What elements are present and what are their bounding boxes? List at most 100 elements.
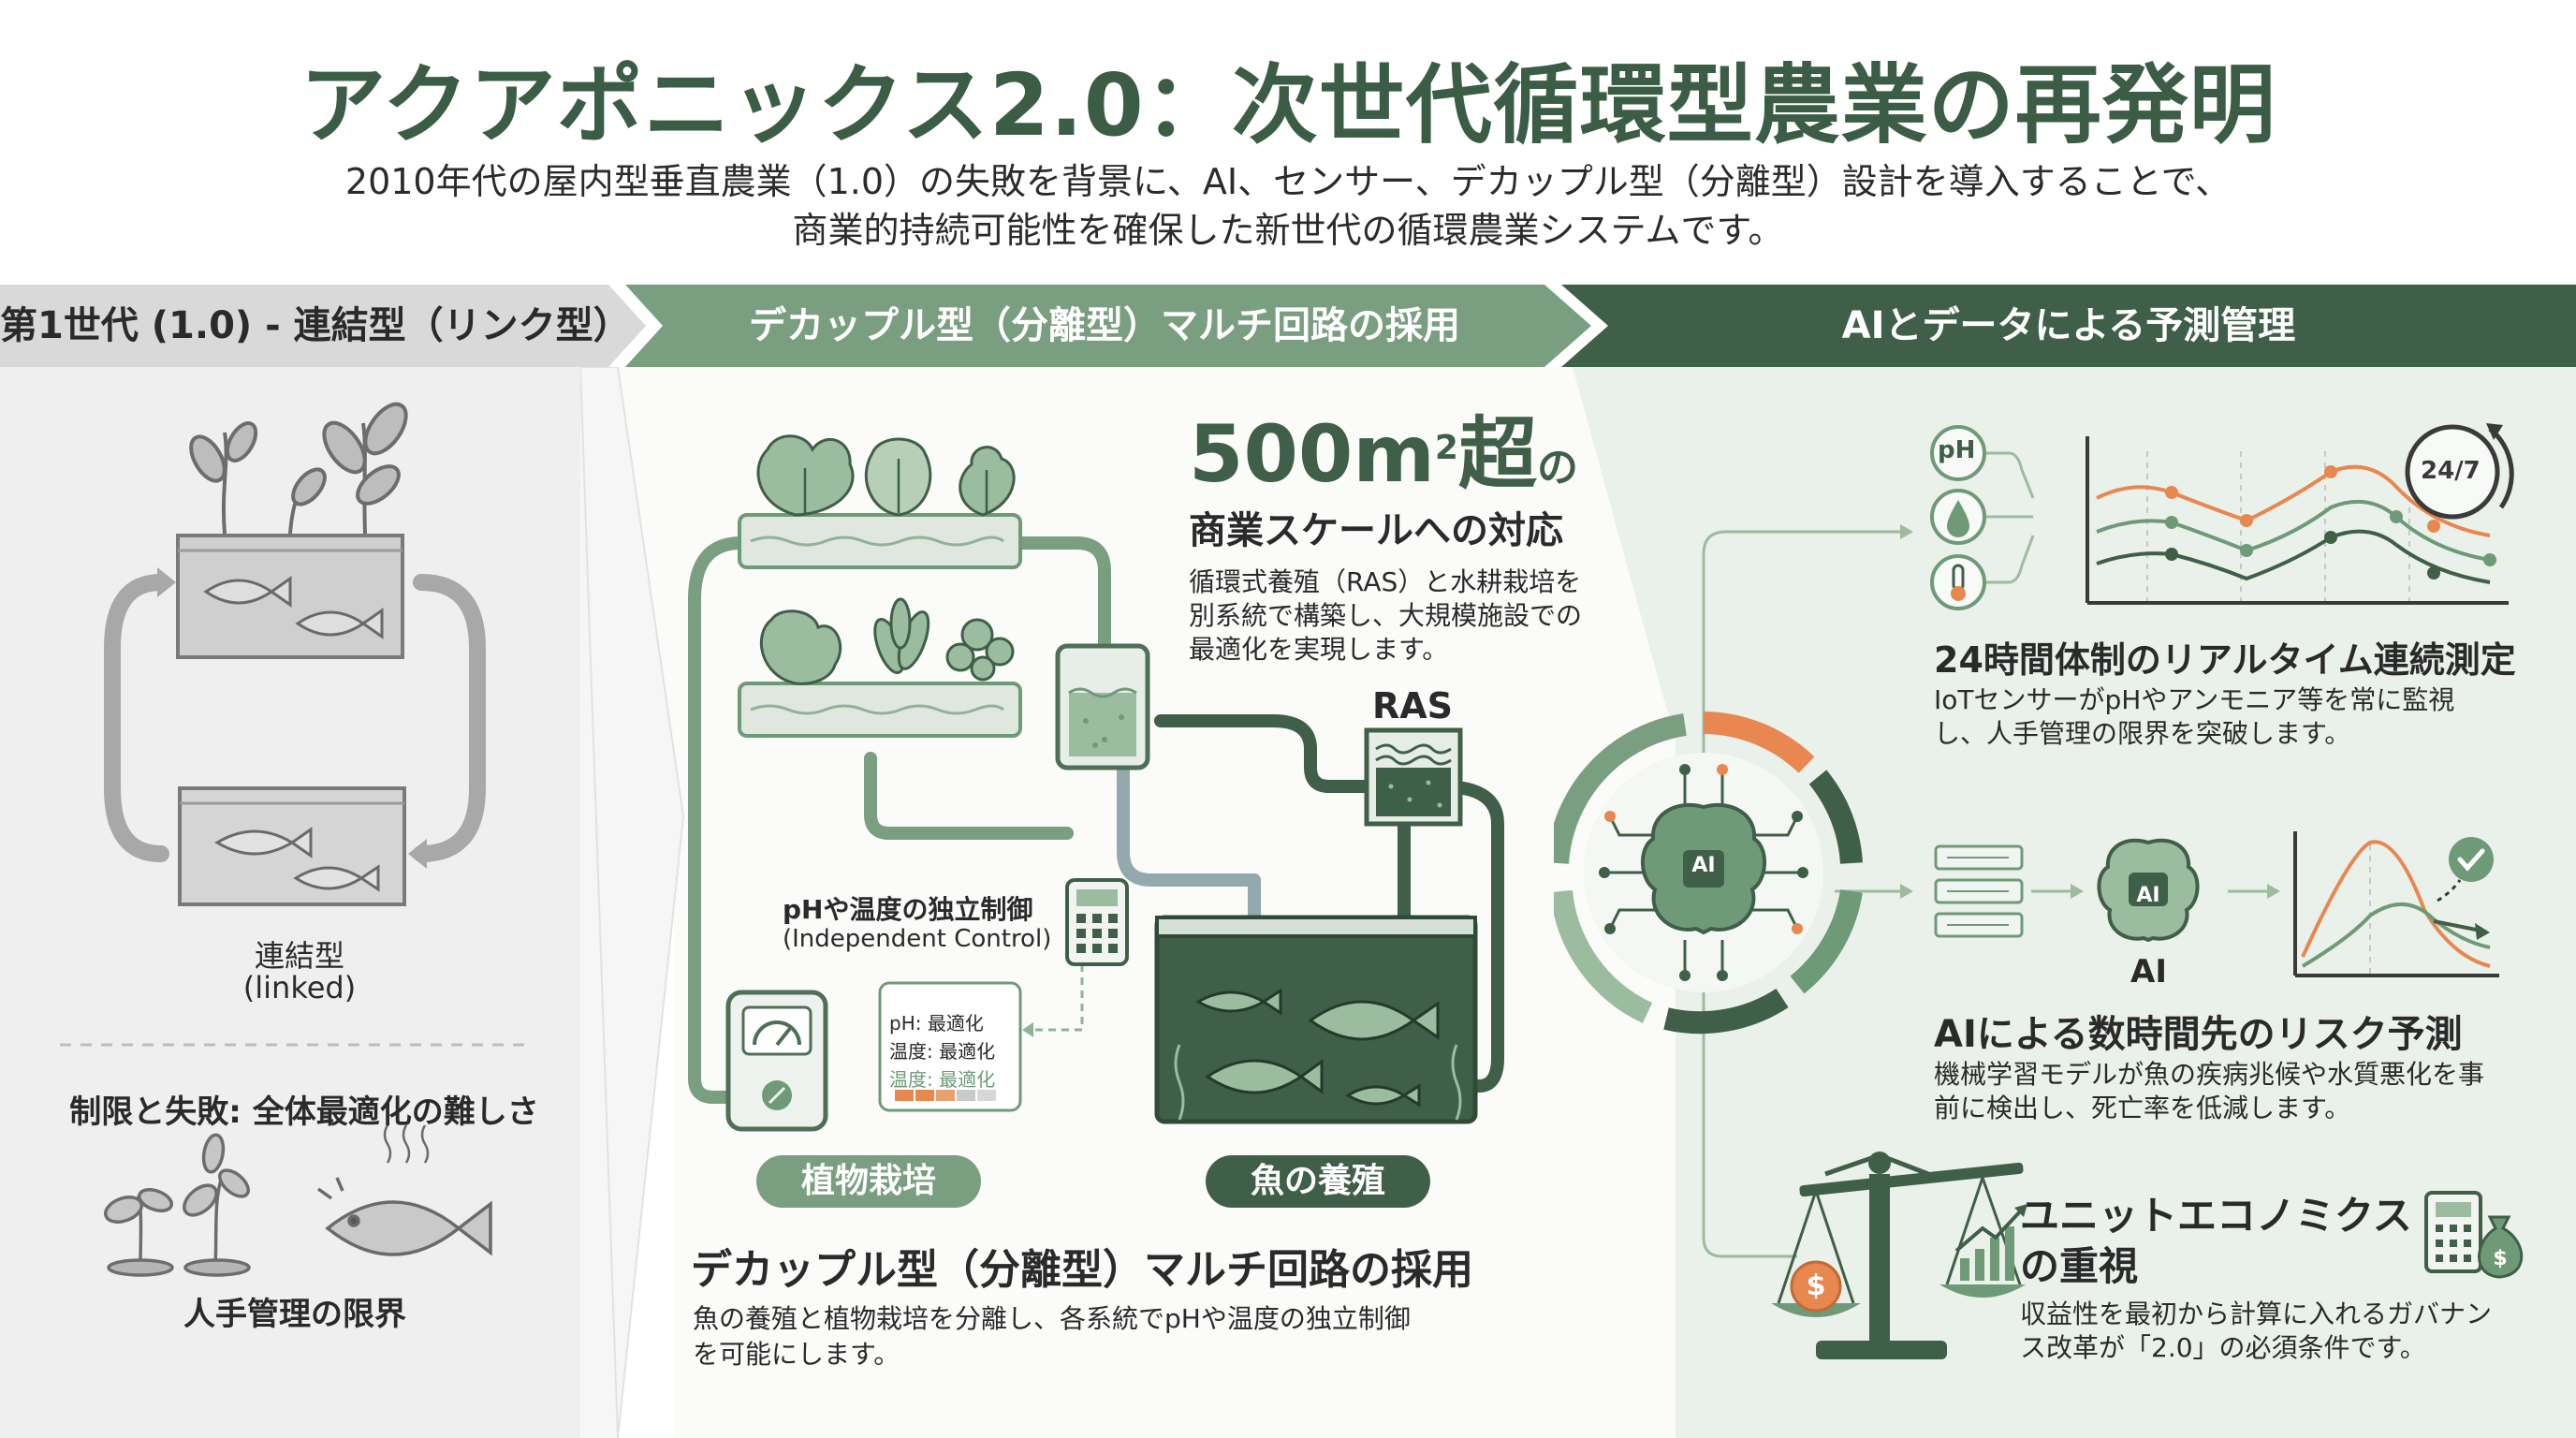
pipe-ras-return bbox=[1435, 780, 1504, 1093]
banner-middle-shape bbox=[625, 285, 1591, 367]
fish-icon bbox=[1194, 988, 1440, 1108]
ai-management-illustration bbox=[1554, 423, 2524, 1359]
hub-ai-label: AI bbox=[1691, 854, 1716, 877]
calculator-icon bbox=[2424, 1191, 2482, 1273]
readout-line: pH: 最適化 bbox=[889, 1012, 984, 1034]
ph-sensor-icon bbox=[1930, 425, 1986, 481]
scale-sup: 2 bbox=[1434, 429, 1458, 467]
unit-economics-title: ユニットエコノミクス の重視 bbox=[2020, 1191, 2412, 1292]
pipe-rack-to-filter bbox=[1004, 536, 1111, 653]
pill-fish-farming: 魚の養殖 bbox=[1206, 1155, 1430, 1208]
readout-color-bar bbox=[895, 1090, 996, 1101]
readout-card bbox=[878, 981, 1022, 1112]
connector-to-sensors bbox=[1702, 530, 1910, 770]
pipe-filter-blue bbox=[1117, 761, 1261, 924]
scale-desc-line: 別系統で構築し、大規模施設での bbox=[1189, 600, 1583, 631]
bag-symbol: $ bbox=[2493, 1247, 2508, 1270]
page-subtitle: 2010年代の屋内型垂直農業（1.0）の失敗を背景に、AI、センサー、デカップル… bbox=[0, 157, 2576, 255]
lower-tank bbox=[178, 786, 406, 906]
left-chevron-divider bbox=[580, 367, 685, 1438]
sensor-ph-label: pH bbox=[1938, 436, 1976, 464]
banner-right-shape bbox=[1561, 285, 2576, 367]
scale-desc-line: 最適化を実現します。 bbox=[1189, 634, 1449, 665]
section-desc-line: 魚の養殖と植物栽培を分離し、各系統でpHや温度の独立制御 bbox=[693, 1303, 1411, 1334]
connector-to-economics bbox=[1702, 985, 1797, 1258]
banner-middle-label: デカップル型（分離型）マルチ回路の採用 bbox=[749, 304, 1460, 347]
decoupled-section-title: デカップル型（分離型）マルチ回路の採用 bbox=[691, 1246, 1473, 1294]
banner-left-label: 第1世代 (1.0) - 連結型（リンク型） bbox=[0, 304, 631, 347]
herb-plant-icon bbox=[759, 597, 1015, 685]
realtime-desc-line: IoTセンサーがpHやアンモニア等を常に監視 bbox=[1934, 684, 2455, 715]
control-label-en: (Independent Control) bbox=[783, 925, 1052, 953]
coin-symbol: $ bbox=[1806, 1269, 1826, 1302]
fish-icon bbox=[214, 827, 380, 892]
scale-description: 循環式養殖（RAS）と水耕栽培を 別系統で構築し、大規模施設での 最適化を実現し… bbox=[1189, 565, 1582, 667]
sick-fish-icon bbox=[316, 1124, 492, 1256]
water-drop-icon bbox=[1930, 489, 1986, 545]
decoupled-system-illustration bbox=[688, 434, 1504, 1132]
unit-desc-line: ス改革が「2.0」の必須条件です。 bbox=[2020, 1332, 2426, 1363]
lower-grow-tray bbox=[738, 682, 1022, 738]
pipe-filter-to-ras bbox=[1154, 714, 1373, 793]
upper-grow-tray bbox=[738, 513, 1022, 569]
clock-label: 24/7 bbox=[2421, 457, 2481, 485]
scale-kanji: 超 bbox=[1457, 408, 1537, 500]
scale-title: 商業スケールへの対応 bbox=[1189, 509, 1563, 552]
readout-line: 温度: 最適化 bbox=[889, 1068, 996, 1091]
unit-title-line: の重視 bbox=[2020, 1243, 2139, 1289]
thermometer-icon bbox=[1930, 554, 1986, 610]
limit-heading: 制限と失敗: 全体最適化の難しさ bbox=[69, 1093, 539, 1131]
linked-label-en: (linked) bbox=[242, 970, 357, 1005]
scale-headline: 500m2超の bbox=[1189, 412, 1578, 510]
pill-plant-cultivation: 植物栽培 bbox=[756, 1155, 981, 1208]
risk-description: 機械学習モデルが魚の疾病兆候や水質悪化を事 前に検出し、死亡率を低減します。 bbox=[1934, 1058, 2484, 1125]
readout-line: 温度: 最適化 bbox=[889, 1040, 996, 1063]
unit-economics-description: 収益性を最初から計算に入れるガバナン ス改革が「2.0」の必須条件です。 bbox=[2020, 1298, 2492, 1365]
banner-left-shape bbox=[0, 285, 646, 367]
risk-desc-line: 前に検出し、死亡率を低減します。 bbox=[1934, 1093, 2351, 1123]
pipe-lower-rack bbox=[864, 752, 1074, 840]
section-banners bbox=[0, 285, 2576, 367]
ai-hub-ring bbox=[1554, 712, 1863, 1034]
manual-limit-label: 人手管理の限界 bbox=[183, 1296, 406, 1333]
ai-label: AI bbox=[2130, 953, 2167, 990]
dollar-coin-icon bbox=[1790, 1260, 1842, 1313]
seaweed-icon bbox=[1174, 1044, 1462, 1121]
linked-system-illustration bbox=[60, 402, 524, 1277]
wilted-plants-icon bbox=[189, 402, 408, 535]
unit-desc-line: 収益性を最初から計算に入れるガバナン bbox=[2020, 1299, 2493, 1329]
loop-arrow-icon bbox=[104, 574, 486, 862]
sensor-strip-icon bbox=[1934, 844, 2024, 938]
realtime-description: IoTセンサーがpHやアンモニア等を常に監視 し、人手管理の限界を突破します。 bbox=[1934, 683, 2454, 751]
growth-chart-icon bbox=[1954, 1204, 2027, 1281]
clock-24-7-icon bbox=[2405, 423, 2514, 520]
realtime-title: 24時間体制のリアルタイム連続測定 bbox=[1934, 639, 2516, 681]
control-label: pHや温度の独立制御 bbox=[783, 894, 1033, 925]
brain-ai-label: AI bbox=[2136, 884, 2160, 907]
balance-scale-icon bbox=[1771, 1152, 2026, 1359]
lettuce-icon bbox=[756, 434, 1016, 517]
section-desc-line: を可能にします。 bbox=[693, 1339, 900, 1370]
subtitle-line-1: 2010年代の屋内型垂直農業（1.0）の失敗を背景に、AI、センサー、デカップル… bbox=[344, 161, 2232, 202]
pipe-plant-loop bbox=[688, 536, 748, 1104]
withered-seedlings-icon bbox=[104, 1133, 251, 1277]
subtitle-line-2: 商業的持続可能性を確保した新世代の循環農業システムです。 bbox=[792, 210, 1784, 251]
realtime-desc-line: し、人手管理の限界を突破します。 bbox=[1934, 718, 2351, 749]
risk-title: AIによる数時間先のリスク予測 bbox=[1934, 1013, 2463, 1056]
scale-no: の bbox=[1536, 444, 1578, 492]
fish-icon bbox=[203, 576, 384, 639]
banner-right-label: AIとデータによる予測管理 bbox=[1841, 304, 2296, 347]
decoupled-section-description: 魚の養殖と植物栽培を分離し、各系統でpHや温度の独立制御 を可能にします。 bbox=[693, 1301, 1411, 1372]
linked-label: 連結型 bbox=[254, 938, 344, 974]
ai-chip bbox=[1683, 850, 1724, 888]
check-icon bbox=[2449, 837, 2494, 882]
page-title: アクアポニックス2.0：次世代循環型農業の再発明 bbox=[300, 55, 2276, 155]
money-bag-icon bbox=[2478, 1215, 2524, 1279]
readout-values: pH: 最適化 温度: 最適化 温度: 最適化 bbox=[889, 1009, 995, 1093]
risk-prediction-chart bbox=[2293, 831, 2499, 977]
scale-desc-line: 循環式養殖（RAS）と水耕栽培を bbox=[1189, 566, 1582, 597]
unit-title-line: ユニットエコノミクス bbox=[2020, 1193, 2412, 1239]
ras-label: RAS bbox=[1372, 685, 1454, 726]
risk-desc-line: 機械学習モデルが魚の疾病兆候や水質悪化を事 bbox=[1934, 1059, 2485, 1090]
scale-number: 500m bbox=[1189, 408, 1435, 500]
